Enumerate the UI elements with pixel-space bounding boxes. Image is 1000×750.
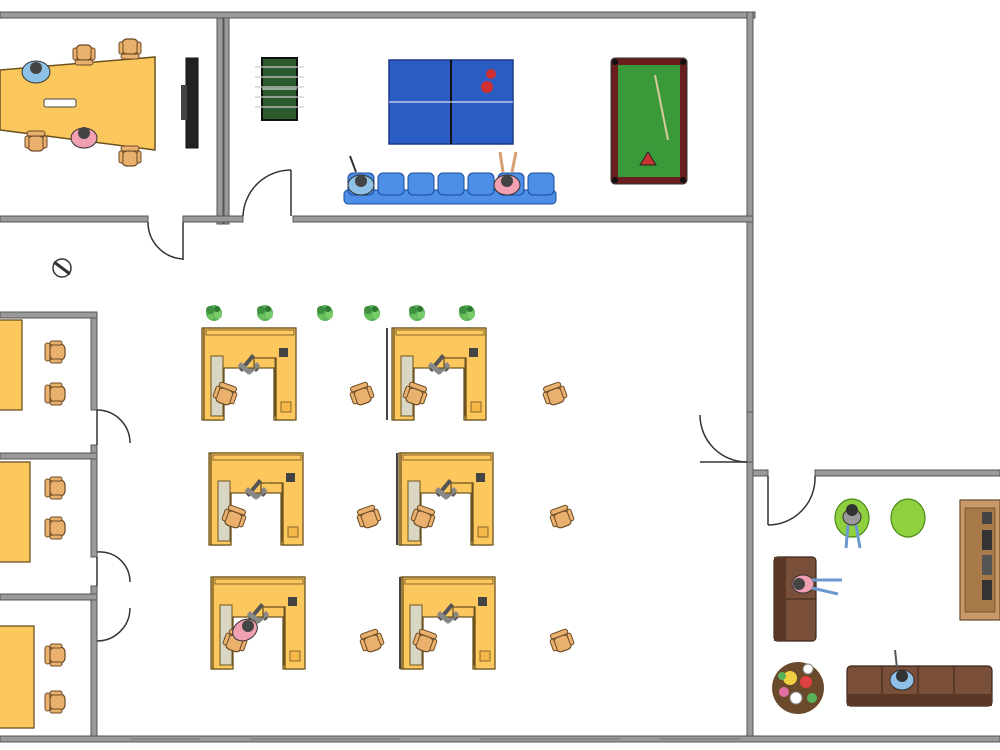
doors [96, 169, 816, 642]
person-icon [21, 60, 51, 84]
sofa-icon[interactable] [846, 665, 993, 707]
plant-icon [206, 305, 222, 321]
wall-under-game [292, 215, 754, 223]
flower-planter-icon [772, 662, 824, 714]
office-3 [0, 625, 66, 729]
bench-seating[interactable] [343, 172, 557, 205]
wall-lounge-top-b [814, 469, 1000, 477]
person-icon [347, 155, 375, 196]
open-office [52, 258, 577, 670]
chair-icon[interactable] [72, 44, 96, 66]
plant-icon [409, 305, 425, 321]
plant-icon [459, 305, 475, 321]
person-icon [232, 618, 258, 642]
chair-icon[interactable] [44, 690, 66, 714]
chair-icon[interactable] [44, 476, 66, 500]
chair-icon[interactable] [24, 130, 48, 152]
tv-screen-icon [181, 57, 199, 149]
door-office-2 [96, 551, 131, 586]
wall-offices-top [0, 311, 98, 319]
ping-pong-table-icon[interactable] [388, 59, 514, 145]
chair-icon[interactable] [118, 145, 142, 167]
office-chair-icon[interactable] [52, 258, 72, 278]
wall-game-left [223, 17, 230, 225]
plant-icon [257, 305, 273, 321]
wall-under-conference-a [0, 215, 149, 223]
cubicle-row-3 [210, 576, 577, 670]
beanbag-icon[interactable] [890, 498, 926, 538]
person-icon [791, 574, 842, 596]
office-desk[interactable] [0, 319, 23, 411]
office-2 [0, 461, 66, 563]
cubicle-row-1 [201, 327, 570, 421]
chair-icon[interactable] [118, 38, 142, 60]
wall-office-divider-1 [0, 452, 98, 460]
wall-under-conference-b [182, 215, 244, 223]
conference-phone-icon [43, 98, 77, 108]
office-desk[interactable] [0, 625, 35, 729]
foosball-table-icon[interactable] [255, 57, 304, 121]
office-desk[interactable] [0, 461, 31, 563]
chair-icon[interactable] [547, 627, 577, 655]
chair-icon[interactable] [354, 503, 384, 531]
door-office-1 [96, 409, 131, 445]
chair-icon[interactable] [44, 516, 66, 540]
chair-icon[interactable] [357, 627, 387, 655]
door-game-room [242, 169, 292, 217]
person-icon [842, 504, 862, 549]
plant-icon [364, 305, 380, 321]
wall-conference-right [216, 17, 224, 225]
lounge [772, 498, 1000, 714]
door-conference [147, 221, 184, 260]
wall-top [0, 11, 756, 19]
person-icon [493, 151, 521, 196]
door-lounge-east [699, 414, 748, 463]
door-lounge-top [767, 475, 816, 526]
walls [0, 11, 1000, 743]
chair-icon[interactable] [44, 382, 66, 406]
chair-icon[interactable] [547, 503, 577, 531]
bookshelf-icon [959, 499, 1000, 621]
conference-room [0, 38, 199, 167]
sofa-icon[interactable] [773, 556, 817, 642]
pool-table-icon[interactable] [610, 57, 688, 185]
cubicle-row-2 [208, 452, 577, 546]
chair-icon[interactable] [44, 643, 66, 667]
plant-icon [317, 305, 333, 321]
person-icon [889, 649, 915, 691]
wall-office-right-2 [90, 444, 98, 558]
private-offices [0, 319, 66, 729]
office-1 [0, 319, 66, 411]
chair-icon[interactable] [44, 340, 66, 364]
wall-open-right [746, 221, 754, 413]
chair-icon[interactable] [347, 380, 377, 408]
person-icon [70, 127, 98, 149]
wall-open-right-lower [746, 461, 754, 743]
chair-icon[interactable] [540, 380, 570, 408]
game-room [255, 57, 688, 205]
door-office-3 [96, 607, 131, 642]
wall-office-right-1 [90, 311, 98, 411]
wall-lounge-top-a [752, 469, 769, 477]
wall-office-right-3 [90, 585, 98, 737]
wall-office-divider-2 [0, 593, 98, 601]
